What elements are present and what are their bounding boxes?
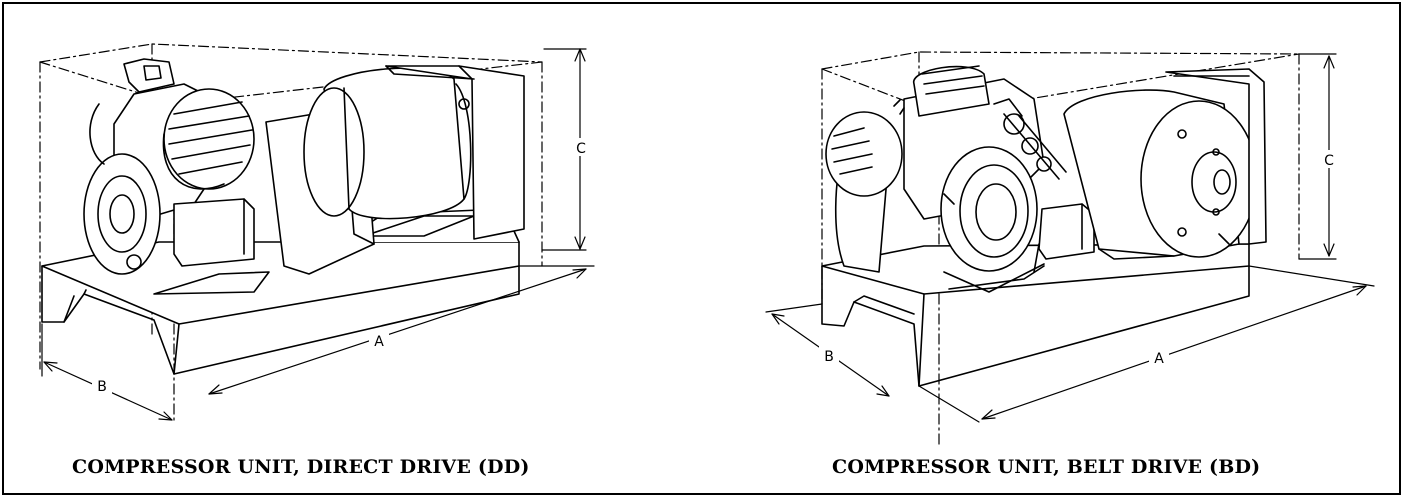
dimension-c-label: C (1324, 153, 1334, 169)
dimension-b-label: B (824, 349, 834, 365)
direct-drive-drawing: A B C (4, 4, 704, 449)
base-frame (821, 243, 1250, 387)
direct-drive-caption: COMPRESSOR UNIT, DIRECT DRIVE (DD) (72, 456, 530, 478)
dimension-a-label: A (1154, 351, 1164, 367)
valve-assembly (993, 98, 1067, 180)
dimension-a (208, 265, 595, 395)
dimension-a (918, 265, 1375, 423)
belt-drive-drawing: A B C (704, 4, 1399, 449)
dimension-b (41, 323, 173, 421)
belt-drive-illustration: A B C (765, 51, 1375, 445)
drive-motor (303, 67, 472, 220)
base-frame (41, 241, 520, 375)
dimension-a-label: A (374, 334, 384, 350)
drive-motor (1063, 89, 1258, 260)
cylinder-head (162, 88, 255, 190)
dimension-b-label: B (97, 379, 107, 395)
flywheel (940, 146, 1045, 293)
belt-drive-caption: COMPRESSOR UNIT, BELT DRIVE (BD) (832, 456, 1261, 478)
direct-drive-illustration: A B C (39, 43, 595, 425)
dimension-c-label: C (576, 141, 586, 157)
